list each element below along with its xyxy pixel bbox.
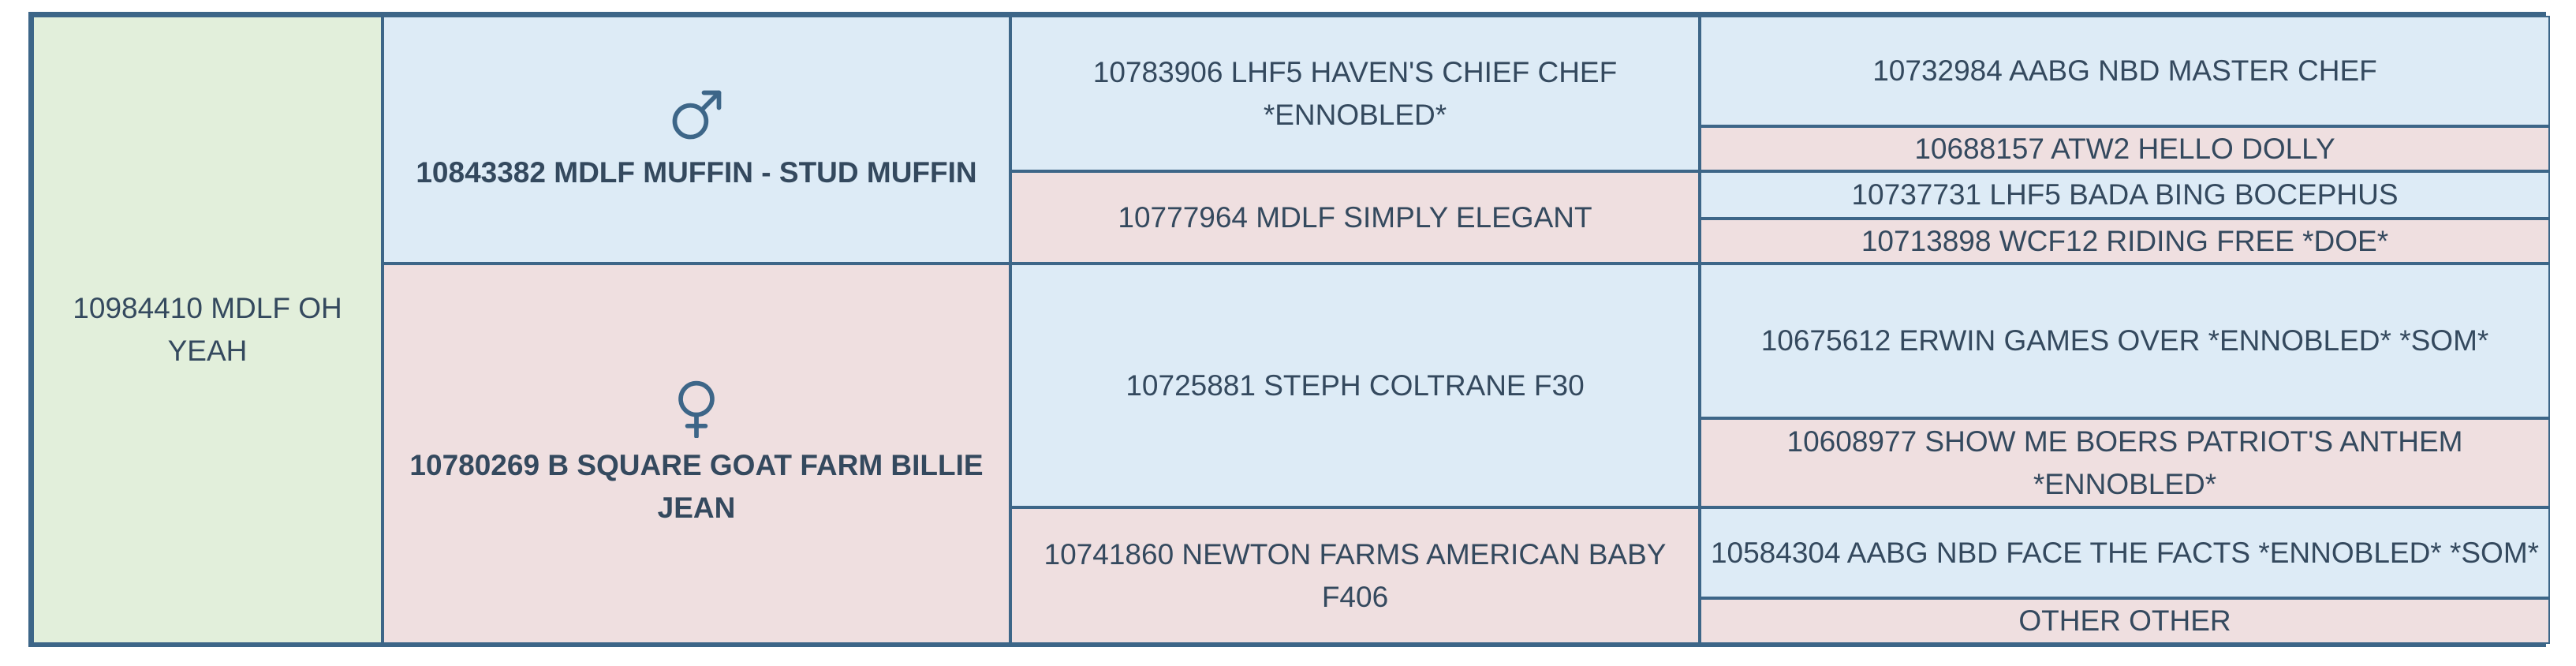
- dam-dam-dam-name: OTHER OTHER: [2018, 604, 2231, 637]
- sire-sire-sire-name: 10732984 AABG NBD MASTER CHEF: [1872, 54, 2377, 87]
- sire-sire-dam-name: 10688157 ATW2 HELLO DOLLY: [1914, 132, 2335, 165]
- female-symbol-icon: [666, 378, 726, 438]
- sire-dam-dam-name: 10713898 WCF12 RIDING FREE *DOE*: [1861, 224, 2389, 257]
- dam-sire-name: 10725881 STEPH COLTRANE F30: [1126, 369, 1585, 402]
- dam-sire-sire-name: 10675612 ERWIN GAMES OVER *ENNOBLED* *SO…: [1760, 324, 2489, 357]
- dam-sire-cell: 10725881 STEPH COLTRANE F30: [1010, 264, 1700, 507]
- great-grandparent-cell: OTHER OTHER: [1700, 598, 2550, 644]
- sire-sire-name: 10783906 LHF5 HAVEN'S CHIEF CHEF *ENNOBL…: [1092, 55, 1618, 131]
- great-grandparent-cell: 10608977 SHOW ME BOERS PATRIOT'S ANTHEM …: [1700, 418, 2550, 507]
- dam-dam-name: 10741860 NEWTON FARMS AMERICAN BABY F406: [1043, 537, 1667, 613]
- pedigree-table: 10984410 MDLF OH YEAH 10843382 MDLF MUFF…: [28, 12, 2550, 647]
- dam-dam-cell: 10741860 NEWTON FARMS AMERICAN BABY F406: [1010, 507, 1700, 644]
- great-grandparent-cell: 10688157 ATW2 HELLO DOLLY: [1700, 126, 2550, 171]
- dam-name: 10780269 B SQUARE GOAT FARM BILLIE JEAN: [409, 449, 984, 524]
- male-symbol-icon: [666, 85, 726, 145]
- great-grandparent-cell: 10713898 WCF12 RIDING FREE *DOE*: [1700, 219, 2550, 264]
- sire-name: 10843382 MDLF MUFFIN - STUD MUFFIN: [416, 156, 977, 189]
- subject-name: 10984410 MDLF OH YEAH: [73, 292, 342, 367]
- sire-dam-name: 10777964 MDLF SIMPLY ELEGANT: [1118, 200, 1592, 234]
- great-grandparent-cell: 10675612 ERWIN GAMES OVER *ENNOBLED* *SO…: [1700, 264, 2550, 418]
- great-grandparent-cell: 10732984 AABG NBD MASTER CHEF: [1700, 16, 2550, 126]
- sire-sire-cell: 10783906 LHF5 HAVEN'S CHIEF CHEF *ENNOBL…: [1010, 16, 1700, 171]
- sire-cell: 10843382 MDLF MUFFIN - STUD MUFFIN: [383, 16, 1010, 264]
- dam-dam-sire-name: 10584304 AABG NBD FACE THE FACTS *ENNOBL…: [1710, 536, 2540, 569]
- sire-dam-sire-name: 10737731 LHF5 BADA BING BOCEPHUS: [1851, 178, 2399, 211]
- great-grandparent-cell: 10584304 AABG NBD FACE THE FACTS *ENNOBL…: [1700, 507, 2550, 598]
- sire-dam-cell: 10777964 MDLF SIMPLY ELEGANT: [1010, 171, 1700, 264]
- dam-sire-dam-name: 10608977 SHOW ME BOERS PATRIOT'S ANTHEM …: [1786, 425, 2463, 500]
- great-grandparent-cell: 10737731 LHF5 BADA BING BOCEPHUS: [1700, 171, 2550, 219]
- subject-cell: 10984410 MDLF OH YEAH: [32, 16, 383, 644]
- dam-cell: 10780269 B SQUARE GOAT FARM BILLIE JEAN: [383, 264, 1010, 644]
